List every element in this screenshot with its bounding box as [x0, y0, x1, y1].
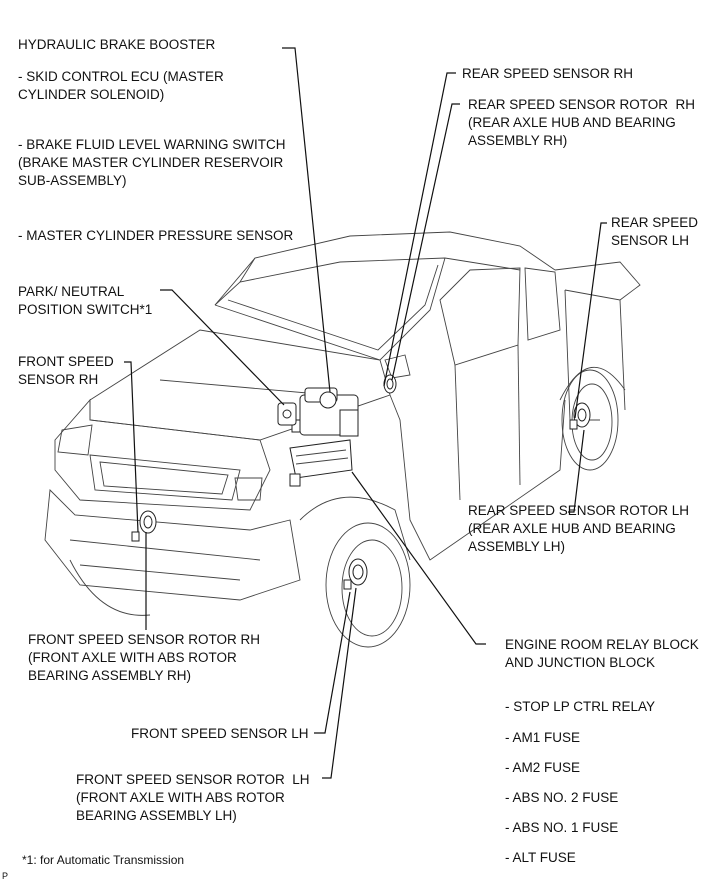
corner-mark: P	[2, 871, 9, 881]
label-am2-fuse: - AM2 FUSE	[505, 760, 581, 775]
label-front-speed-sensor-lh: FRONT SPEED SENSOR LH	[131, 726, 309, 741]
label-park-neutral-switch: PARK/ NEUTRAL POSITION SWITCH*1	[18, 284, 153, 317]
label-rear-speed-sensor-rh: REAR SPEED SENSOR RH	[462, 66, 634, 81]
rear-speed-sensor-rh	[383, 374, 397, 394]
label-front-speed-sensor-rotor-rh: FRONT SPEED SENSOR ROTOR RH (FRONT AXLE …	[28, 632, 261, 683]
label-am1-fuse: - AM1 FUSE	[505, 730, 581, 745]
label-abs-no2-fuse: - ABS NO. 2 FUSE	[505, 790, 619, 805]
label-hydraulic-brake-booster: HYDRAULIC BRAKE BOOSTER	[18, 37, 216, 52]
label-skid-control-ecu: - SKID CONTROL ECU (MASTER CYLINDER SOLE…	[18, 69, 224, 102]
footnote: *1: for Automatic Transmission	[22, 853, 185, 867]
label-rear-speed-sensor-lh: REAR SPEED SENSOR LH	[611, 215, 699, 248]
label-master-cylinder-pressure-sensor: - MASTER CYLINDER PRESSURE SENSOR	[18, 228, 294, 243]
label-alt-fuse: - ALT FUSE	[505, 850, 576, 865]
park-neutral-switch	[277, 402, 297, 426]
truck-body	[44, 231, 641, 648]
label-stop-lp-ctrl-relay: - STOP LP CTRL RELAY	[505, 699, 656, 714]
front-speed-sensor-lh	[343, 558, 368, 590]
label-abs-no1-fuse: - ABS NO. 1 FUSE	[505, 820, 619, 835]
front-speed-sensor-rh	[131, 510, 157, 542]
label-engine-room-relay-block: ENGINE ROOM RELAY BLOCK AND JUNCTION BLO…	[505, 637, 699, 670]
label-brake-fluid-switch: - BRAKE FLUID LEVEL WARNING SWITCH (BRAK…	[18, 137, 286, 188]
label-rear-speed-sensor-rotor-lh: REAR SPEED SENSOR ROTOR LH (REAR AXLE HU…	[468, 503, 690, 554]
rear-speed-sensor-lh	[569, 402, 591, 430]
label-front-speed-sensor-rh: FRONT SPEED SENSOR RH	[18, 354, 114, 387]
label-rear-speed-sensor-rotor-rh: REAR SPEED SENSOR ROTOR RH (REAR AXLE HU…	[468, 97, 696, 148]
brake-booster-assembly	[291, 387, 359, 437]
relay-block	[289, 439, 353, 487]
label-front-speed-sensor-rotor-lh: FRONT SPEED SENSOR ROTOR LH (FRONT AXLE …	[76, 772, 310, 823]
leader-lines	[124, 47, 607, 779]
